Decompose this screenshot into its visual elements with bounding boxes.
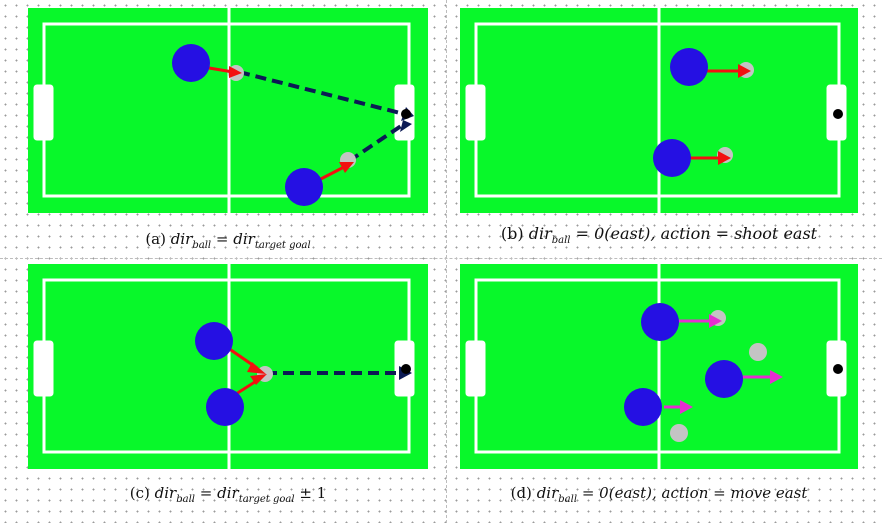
caption-lhs: dir [536,484,559,502]
caption-op: = [575,224,589,243]
caption-c: (c) dirball = dirtarget goal ± 1 [28,484,428,505]
kick-arrow-head [339,162,354,173]
player [285,168,323,206]
caption-rhs-sub: target goal [254,240,311,251]
ball-in-goal [833,109,843,119]
caption-lhs-sub: ball [558,494,578,505]
pass-path-1 [238,70,405,116]
shoot-arrow-head [738,64,751,78]
caption-lhs-sub: ball [176,494,195,505]
caption-label: (c) [129,484,150,502]
caption-suffix: ± 1 [299,484,327,502]
caption-lhs: dir [528,224,552,243]
move-arrow-head [770,370,783,384]
caption-op: = [215,230,229,248]
ball-in-goal [401,364,411,374]
caption-a: (a) dirball = dirtarget goal [28,230,428,251]
ball-in-goal [401,109,411,119]
player [624,388,662,426]
player [641,303,679,341]
caption-rhs: dir [217,484,239,502]
horizontal-divider [0,258,882,259]
field-d [460,264,858,469]
caption-rhs-sub: target goal [238,494,295,505]
pass-path-2 [347,122,406,163]
caption-op: = [581,484,595,502]
caption-op: = [199,484,213,502]
caption-label: (a) [145,230,166,248]
panel-a: (a) dirball = dirtarget goal [28,8,428,256]
player [670,48,708,86]
ball-in-goal [833,364,843,374]
player [705,360,743,398]
ball [670,424,688,442]
player [172,44,210,82]
caption-rhs: 0(east), action = shoot east [594,224,818,243]
caption-rhs: dir [233,230,255,248]
caption-lhs-sub: ball [551,235,571,247]
player [195,322,233,360]
player [206,388,244,426]
caption-d: (d) dirball = 0(east), action = move eas… [460,484,858,505]
caption-lhs: dir [170,230,193,248]
caption-label: (d) [510,484,532,502]
player [653,139,691,177]
move-arrow-head [680,400,693,414]
kick-arrow-head [229,66,242,78]
shoot-arrow-head [718,151,731,165]
caption-rhs: 0(east), action = move east [599,484,808,502]
caption-label: (b) [500,224,524,243]
panel-d: (d) dirball = 0(east), action = move eas… [460,264,858,514]
panel-c: (c) dirball = dirtarget goal ± 1 [28,264,428,514]
field-c [28,264,428,469]
field-a [28,8,428,213]
move-arrow-head [709,314,722,328]
ball [749,343,767,361]
vertical-divider [446,0,447,523]
field-b [460,8,858,213]
caption-lhs: dir [154,484,177,502]
caption-lhs-sub: ball [192,240,212,251]
kick-arrow-head [247,362,266,374]
caption-b: (b) dirball = 0(east), action = shoot ea… [460,224,858,246]
pass-path-2-head [400,120,412,132]
panel-b: (b) dirball = 0(east), action = shoot ea… [460,8,858,256]
kick-arrow-head [250,374,267,385]
